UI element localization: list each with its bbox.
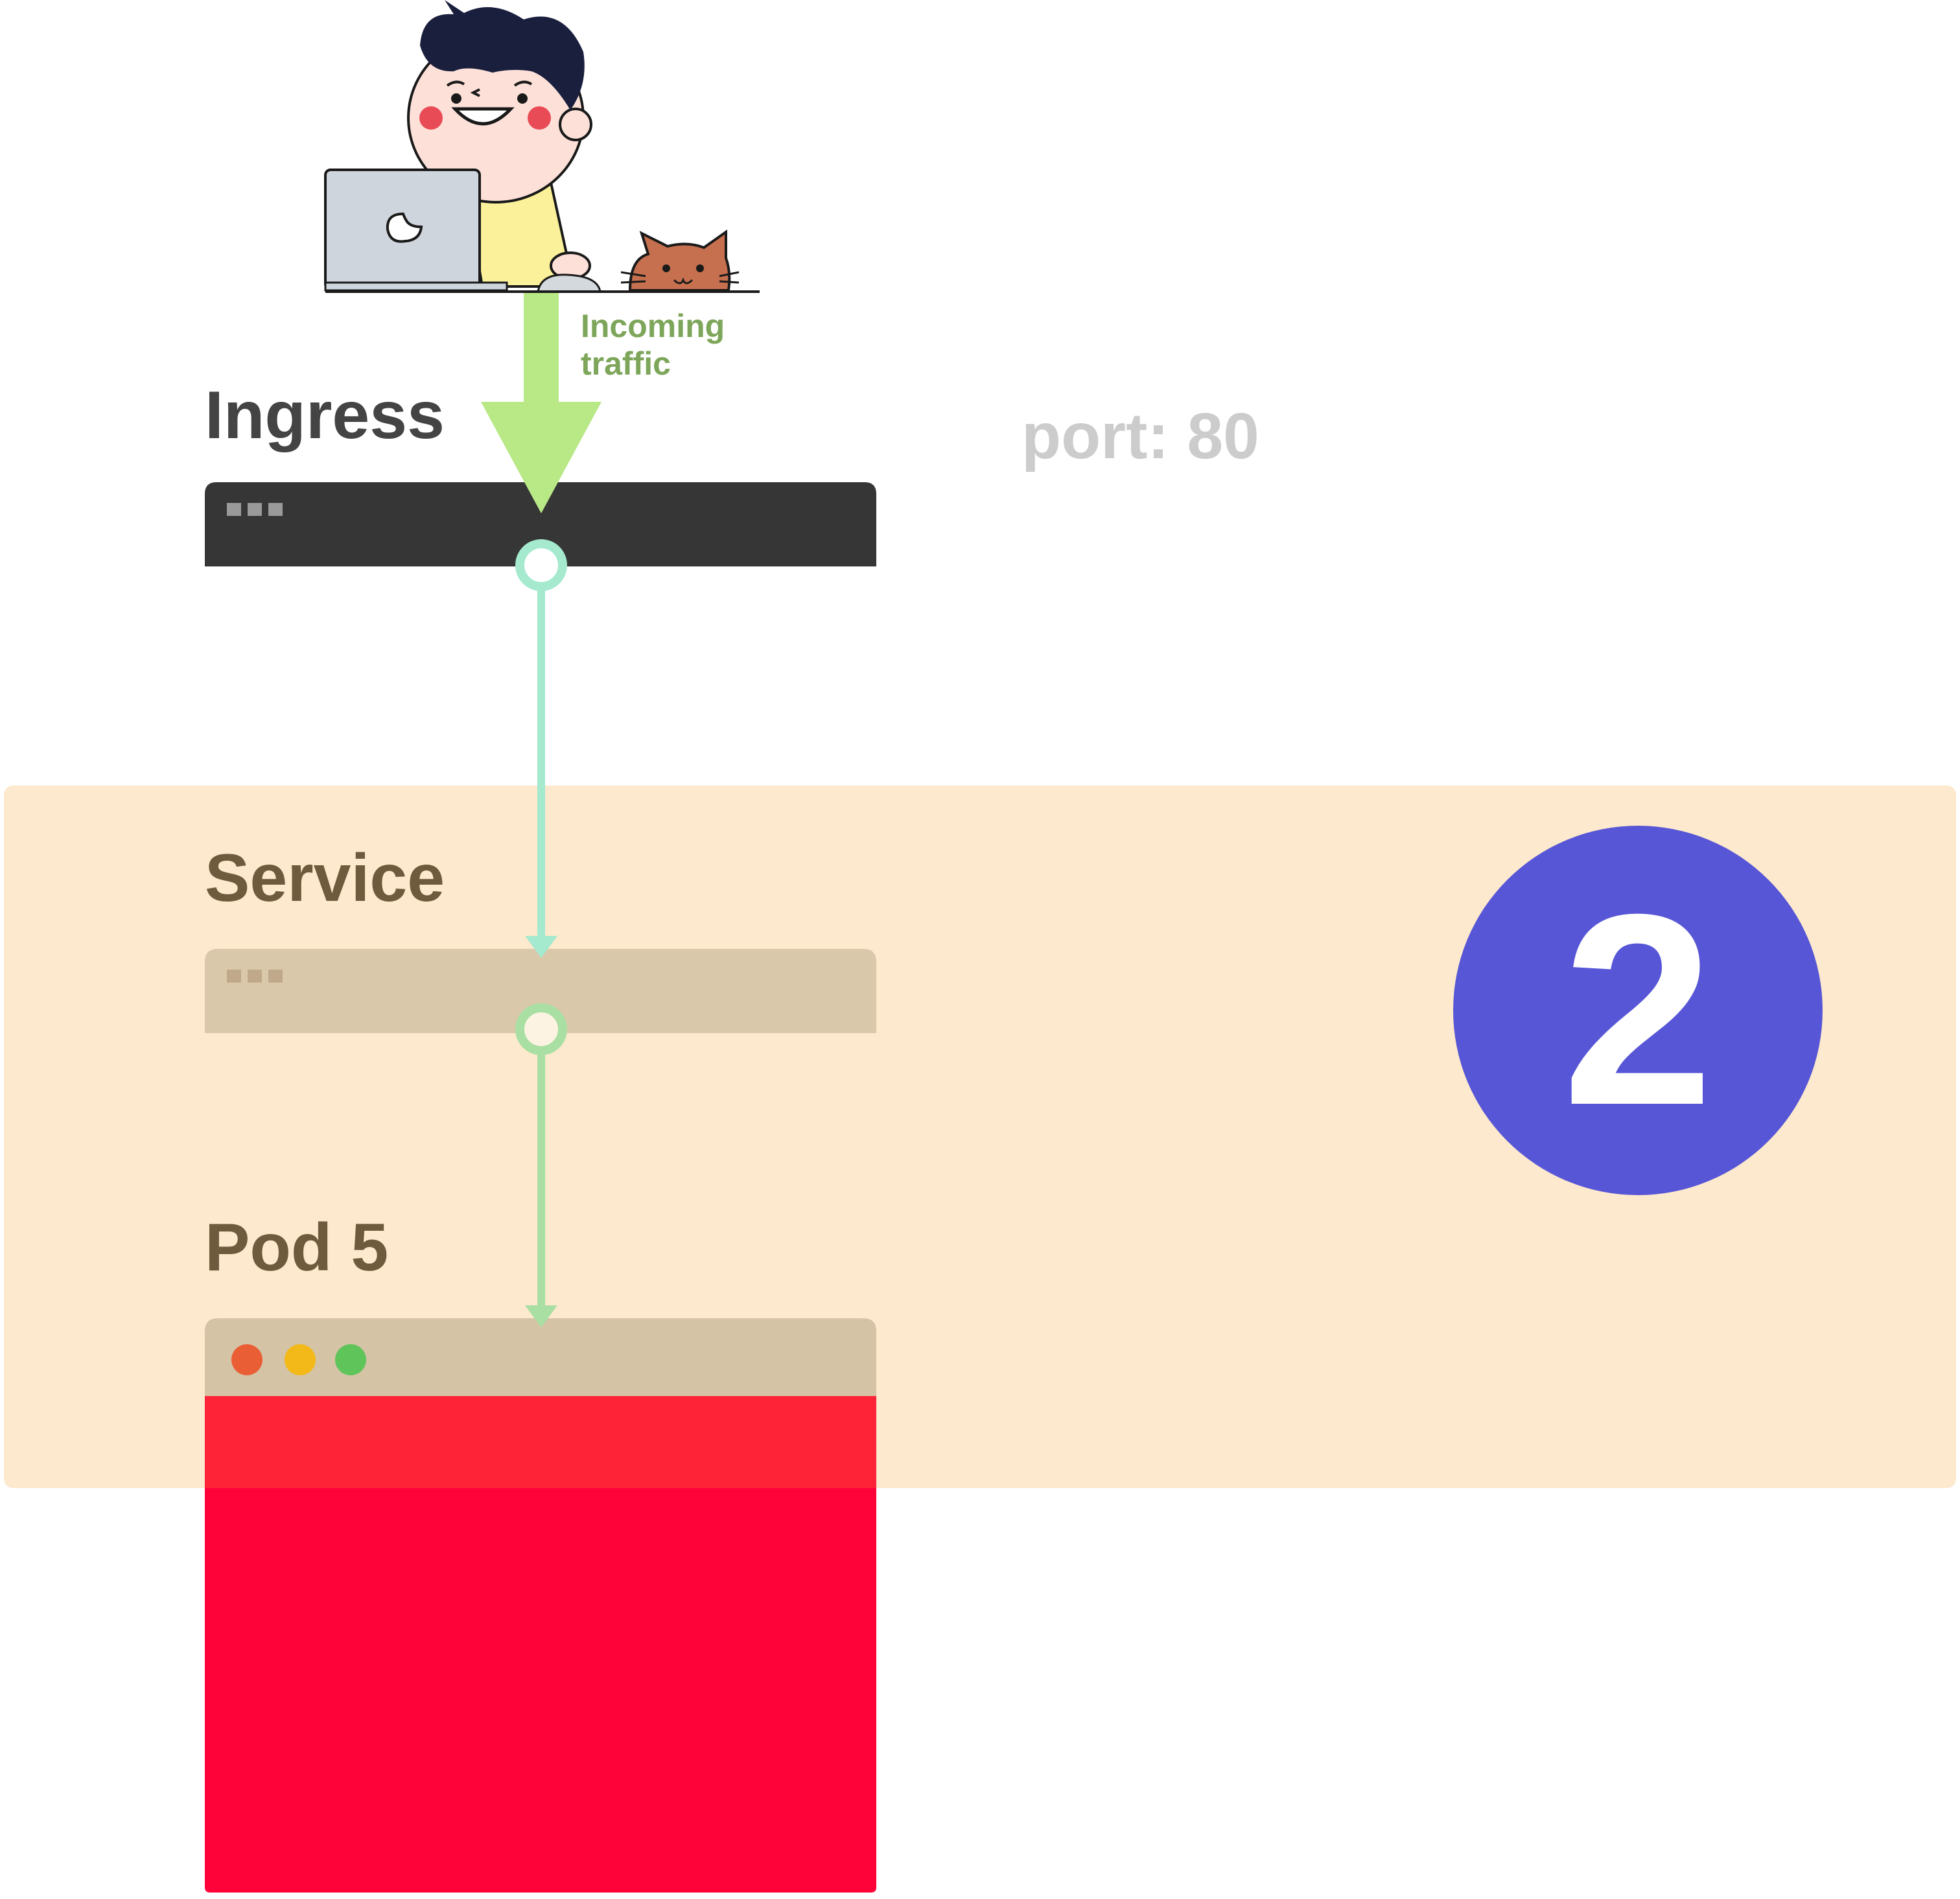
step-number: 2: [1562, 858, 1714, 1162]
port-label: port: 80: [1021, 400, 1259, 472]
arrowhead-icon: [525, 936, 557, 958]
incoming-traffic-line-1: Incoming: [581, 308, 725, 344]
connector-node-icon: [515, 1003, 567, 1055]
step-badge: 2: [1453, 826, 1823, 1195]
incoming-traffic-arrow: [481, 292, 601, 513]
incoming-traffic-line-2: traffic: [581, 345, 671, 382]
person-with-laptop-illustration: [324, 0, 760, 293]
arrowhead-icon: [525, 1305, 557, 1327]
window-dots-icon: [227, 970, 283, 983]
service-bar: [205, 949, 876, 1033]
connector-node-icon: [515, 539, 567, 591]
pod-window: [205, 1318, 876, 1893]
window-maximize-dot-icon: [335, 1344, 366, 1375]
window-close-dot-icon: [231, 1344, 262, 1375]
incoming-traffic-label: Incoming traffic: [581, 307, 725, 382]
service-title: Service: [205, 841, 445, 916]
ingress-bar: [205, 482, 876, 566]
cat-icon: [620, 229, 740, 292]
pod-title: Pod 5: [205, 1210, 389, 1285]
window-minimize-dot-icon: [285, 1344, 316, 1375]
ingress-title: Ingress: [205, 378, 445, 453]
window-dots-icon: [227, 503, 283, 516]
